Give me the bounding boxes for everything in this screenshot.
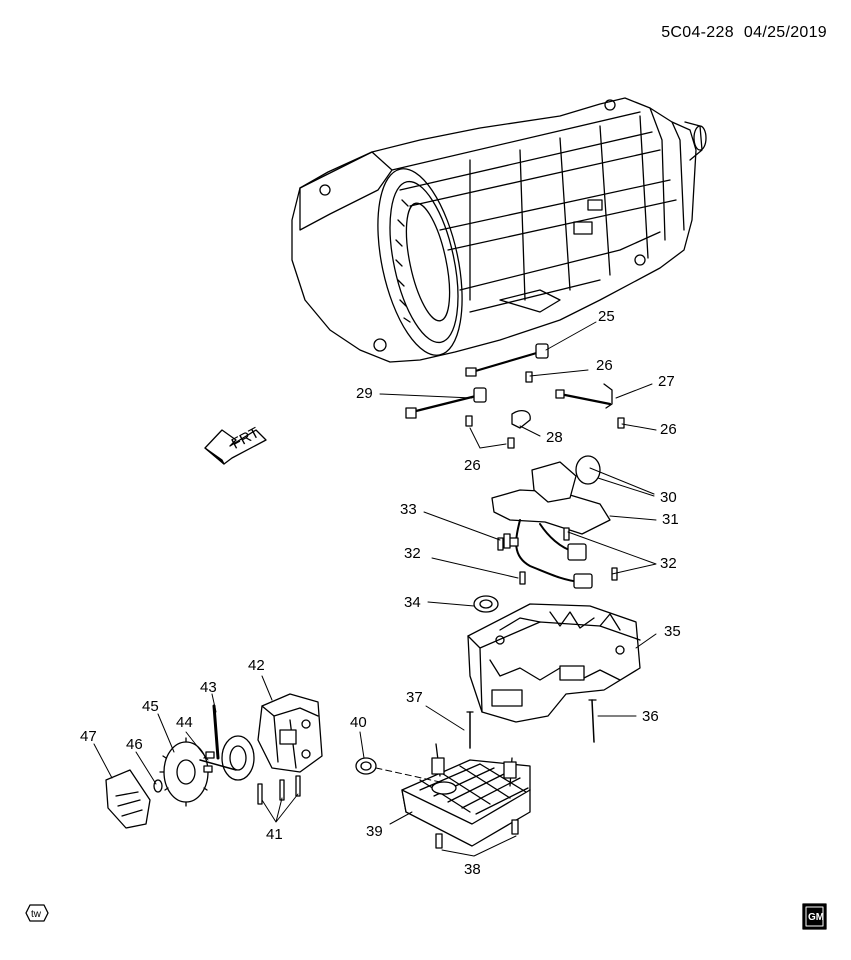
valve-body-drawing <box>466 595 641 749</box>
callout-35: 35 <box>664 623 681 640</box>
drawing-id: 5C04-228 <box>661 24 734 41</box>
callout-38: 38 <box>464 861 481 878</box>
callout-39: 39 <box>366 823 383 840</box>
callout-45: 45 <box>142 698 159 715</box>
frt-arrow-icon <box>204 429 267 465</box>
pump-assembly-drawing <box>105 693 323 829</box>
gm-logo-text: GM <box>808 912 824 923</box>
callout-47: 47 <box>80 728 97 745</box>
callout-29: 29 <box>356 385 373 402</box>
callout-40: 40 <box>350 714 367 731</box>
callout-36: 36 <box>642 708 659 725</box>
leader-lines <box>93 321 657 857</box>
callout-46: 46 <box>126 736 143 753</box>
drawing-date: 04/25/2019 <box>743 24 827 41</box>
callout-26: 26 <box>660 421 677 438</box>
tw-badge-label: tw <box>31 909 42 920</box>
callout-34: 34 <box>404 594 421 611</box>
callout-27: 27 <box>658 373 675 390</box>
callout-26: 26 <box>464 457 481 474</box>
callout-41: 41 <box>266 826 283 843</box>
callout-37: 37 <box>406 689 423 706</box>
callout-28: 28 <box>546 429 563 446</box>
wiring-harness-drawing <box>491 455 618 589</box>
drawing-header: 5C04-228 04/25/2019 <box>651 24 827 42</box>
callout-32: 32 <box>404 545 421 562</box>
callout-33: 33 <box>400 501 417 518</box>
oil-pan-drawing <box>355 743 531 849</box>
callout-25: 25 <box>598 308 615 325</box>
transmission-case-drawing <box>291 97 707 363</box>
callout-44: 44 <box>176 714 193 731</box>
callout-31: 31 <box>662 511 679 528</box>
callout-43: 43 <box>200 679 217 696</box>
tw-badge-icon: tw <box>25 904 49 922</box>
callout-42: 42 <box>248 657 265 674</box>
gm-logo-icon: GM <box>802 903 827 930</box>
speed-sensors-drawing <box>405 343 625 449</box>
callout-26: 26 <box>596 357 613 374</box>
callout-32: 32 <box>660 555 677 572</box>
callout-30: 30 <box>660 489 677 506</box>
